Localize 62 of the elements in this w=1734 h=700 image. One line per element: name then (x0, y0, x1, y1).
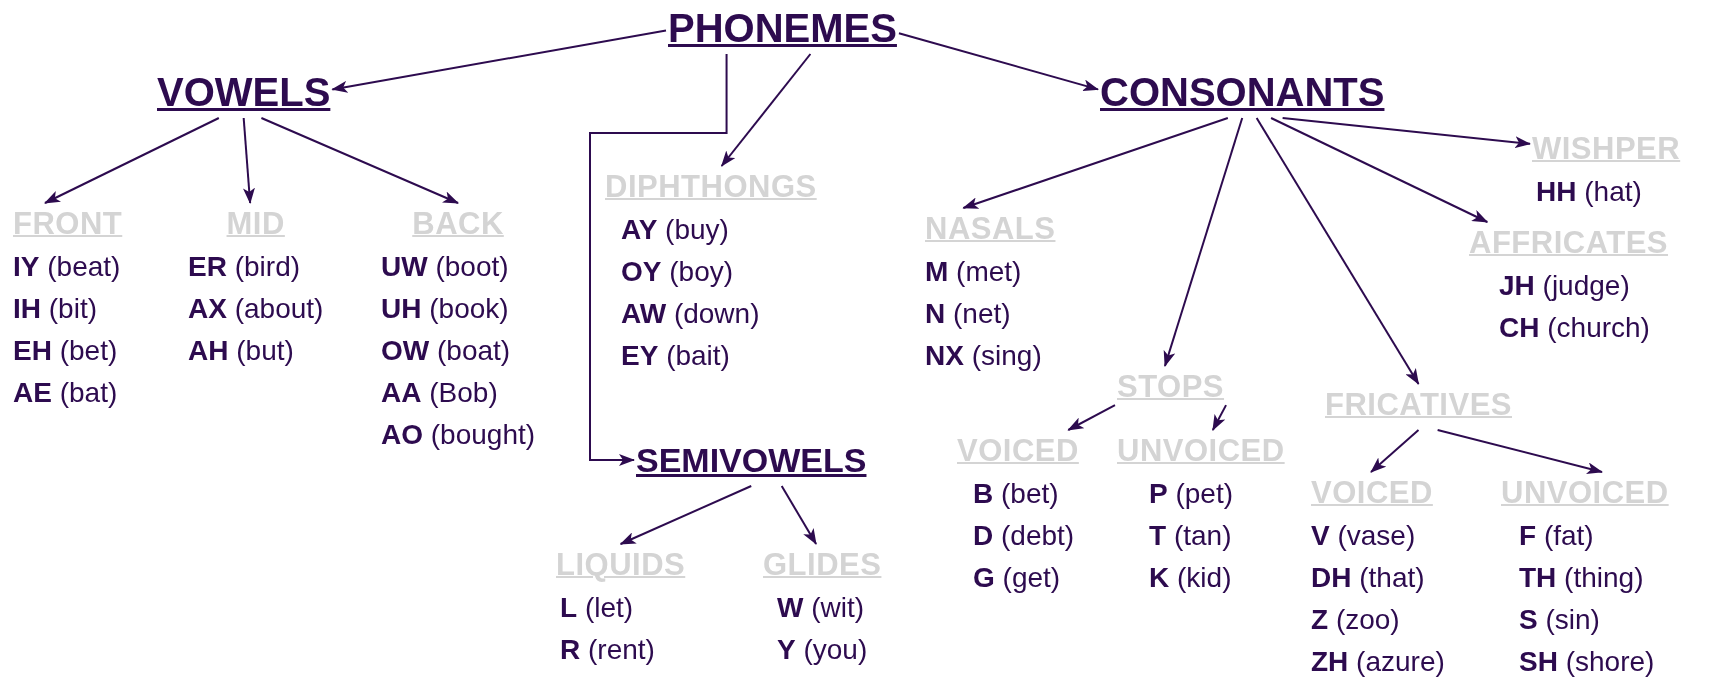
phoneme-example: ER (bird) (188, 250, 302, 284)
phoneme-example: Y (you) (777, 633, 868, 667)
arrow (1370, 429, 1420, 473)
phoneme-example: K (kid) (1149, 561, 1233, 595)
phoneme-example: R (rent) (560, 633, 655, 667)
phoneme-example: IH (bit) (13, 292, 98, 326)
arrow (331, 29, 667, 93)
phoneme-example: HH (hat) (1536, 175, 1642, 209)
phoneme-example: G (get) (973, 561, 1062, 595)
arrow (1255, 117, 1420, 385)
phoneme-example: F (fat) (1519, 519, 1595, 553)
phoneme-example: ZH (azure) (1311, 645, 1445, 679)
arrow (1436, 429, 1603, 475)
arrow (619, 485, 753, 545)
phoneme-example: AY (buy) (621, 213, 730, 247)
phoneme-example: AW (down) (621, 297, 760, 331)
phoneme-example: CH (church) (1499, 311, 1650, 345)
arrow (1281, 117, 1531, 149)
phoneme-example: M (met) (925, 255, 1023, 289)
arrow (260, 117, 460, 204)
phoneme-example: AE (bat) (13, 376, 119, 410)
arrow (1067, 404, 1116, 431)
phoneme-example: SH (shore) (1519, 645, 1655, 679)
phoneme-example: DH (that) (1311, 561, 1426, 595)
phoneme-example: JH (judge) (1499, 269, 1631, 303)
phoneme-example: OW (boat) (381, 334, 512, 368)
category-title: CONSONANTS (1100, 69, 1385, 115)
arrow (589, 53, 728, 466)
category-title: VOWELS (157, 69, 331, 115)
phoneme-example: IY (beat) (13, 250, 121, 284)
phoneme-example: Z (zoo) (1311, 603, 1401, 637)
phoneme-example: EH (bet) (13, 334, 119, 368)
arrow (242, 117, 255, 204)
phoneme-example: L (let) (560, 591, 635, 625)
phoneme-example: P (pet) (1149, 477, 1234, 511)
phoneme-example: UH (book) (381, 292, 510, 326)
phoneme-example: UW (boot) (381, 250, 510, 284)
phoneme-example: V (vase) (1311, 519, 1417, 553)
phoneme-example: OY (boy) (621, 255, 735, 289)
phoneme-example: AH (but) (188, 334, 295, 368)
phoneme-example: AA (Bob) (381, 376, 499, 410)
arrow (720, 53, 812, 167)
phoneme-example: NX (sing) (925, 339, 1042, 373)
arrow (1163, 117, 1244, 367)
arrow (780, 485, 818, 545)
phoneme-example: D (debt) (973, 519, 1075, 553)
phoneme-example: N (net) (925, 297, 1012, 331)
category-title: SEMIVOWELS (636, 440, 867, 481)
phoneme-example: W (wit) (777, 591, 866, 625)
phoneme-example: EY (bait) (621, 339, 731, 373)
phoneme-example: AX (about) (188, 292, 324, 326)
phoneme-example: AO (bought) (381, 418, 536, 452)
phoneme-example: S (sin) (1519, 603, 1601, 637)
arrow (1270, 117, 1489, 223)
phoneme-example: TH (thing) (1519, 561, 1645, 595)
phoneme-example: T (tan) (1149, 519, 1233, 553)
arrow (1211, 404, 1228, 431)
category-title: PHONEMES (668, 5, 897, 51)
arrow (44, 117, 220, 204)
phoneme-example: B (bet) (973, 477, 1060, 511)
arrow (962, 117, 1229, 209)
arrow (897, 32, 1099, 92)
